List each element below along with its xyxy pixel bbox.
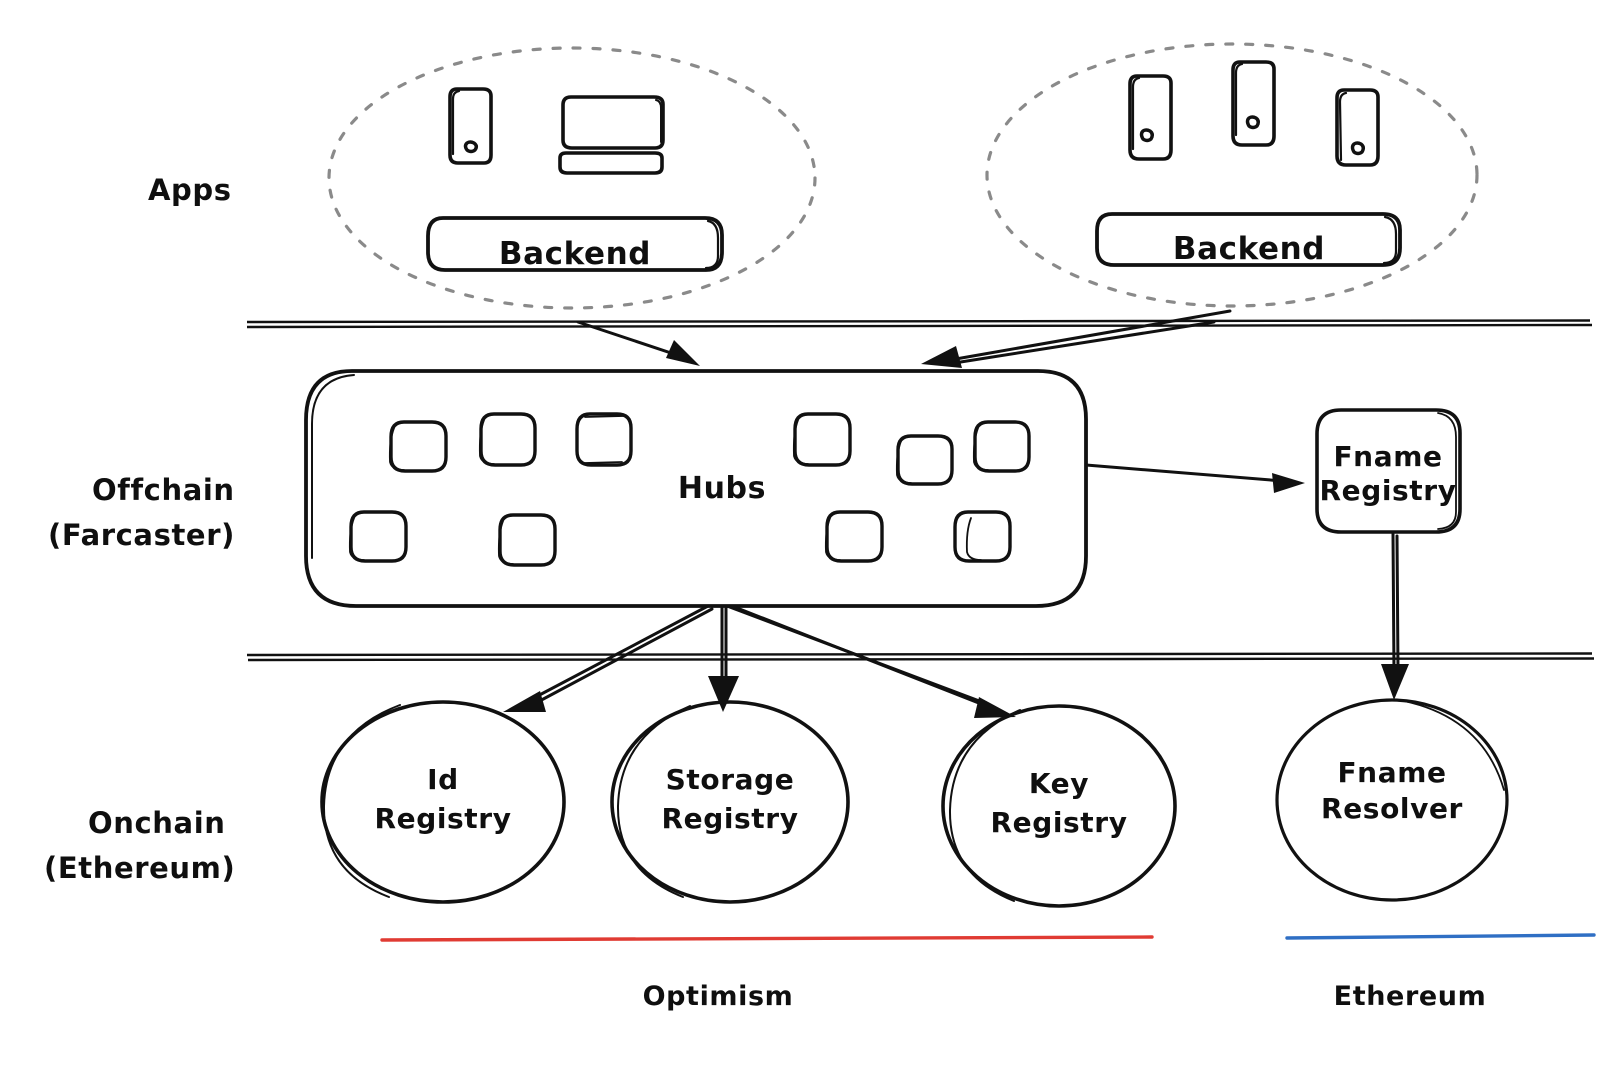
fname-resolver-label-line1: Fname (1337, 756, 1446, 789)
desktop-computer-icon (558, 95, 665, 175)
connection-hubs-to-key-registry (725, 604, 1016, 718)
app-group-left-boundary (327, 46, 817, 310)
layer-label-onchain-line1: Onchain (88, 806, 226, 840)
layer-divider-offchain-onchain (246, 652, 1595, 662)
app-group-left: Backend (327, 46, 817, 310)
hub-node (953, 510, 1012, 563)
storage-registry-node: Storage Registry (610, 700, 850, 904)
storage-registry-label-line2: Registry (661, 802, 798, 835)
hub-node (348, 510, 408, 563)
hubs-container: Hubs (304, 369, 1088, 608)
connection-hubs-to-fname-registry (1084, 463, 1305, 493)
connection-left-backend-to-hubs (576, 320, 700, 366)
id-registry-node: Id Registry (320, 700, 566, 904)
mobile-phone-icon (448, 87, 493, 165)
layer-label-offchain-line2: (Farcaster) (48, 518, 235, 552)
mobile-phone-icon (1335, 88, 1380, 167)
app-group-right-backend: Backend (1095, 212, 1402, 267)
app-group-right-backend-label: Backend (1173, 231, 1325, 267)
fname-registry-node: Fname Registry (1315, 408, 1462, 534)
key-registry-node: Key Registry (941, 704, 1177, 908)
storage-registry-label-line1: Storage (666, 763, 795, 796)
hub-node (972, 420, 1031, 473)
layer-label-onchain-line2: (Ethereum) (44, 851, 235, 885)
hub-node (824, 510, 884, 563)
mobile-phone-icon (1128, 74, 1173, 161)
hub-node (388, 420, 448, 473)
fname-resolver-label-line2: Resolver (1321, 792, 1463, 825)
hub-node (575, 412, 633, 467)
key-registry-label-line2: Registry (990, 806, 1127, 839)
connection-right-backend-to-hubs (921, 309, 1232, 368)
app-group-right-boundary (985, 42, 1479, 308)
app-group-right: Backend (985, 42, 1479, 308)
fname-resolver-node: Fname Resolver (1275, 698, 1509, 902)
app-group-left-backend-label: Backend (499, 236, 651, 272)
connection-fname-registry-to-resolver (1381, 532, 1409, 700)
chain-label-optimism: Optimism (643, 981, 794, 1012)
hub-node (792, 412, 852, 467)
hub-node (478, 412, 537, 467)
fname-registry-label-line1: Fname (1333, 440, 1442, 473)
connection-hubs-to-id-registry (503, 604, 714, 712)
id-registry-label-line2: Registry (374, 802, 511, 835)
mobile-phone-icon (1231, 60, 1276, 147)
layer-divider-apps-offchain (246, 319, 1593, 329)
fname-registry-label-line2: Registry (1319, 474, 1456, 507)
id-registry-label-line1: Id (427, 763, 459, 796)
chain-label-ethereum: Ethereum (1334, 981, 1487, 1012)
chain-group-optimism: Optimism (380, 935, 1154, 1012)
app-group-left-backend: Backend (426, 216, 724, 272)
chain-group-ethereum: Ethereum (1285, 933, 1596, 1012)
hub-node (895, 434, 954, 486)
layer-label-offchain-line1: Offchain (92, 473, 235, 507)
key-registry-label-line1: Key (1029, 767, 1089, 800)
connection-hubs-to-storage-registry (708, 604, 739, 712)
hub-node (497, 513, 557, 567)
hubs-label: Hubs (678, 471, 766, 506)
layer-label-apps: Apps (148, 173, 232, 207)
